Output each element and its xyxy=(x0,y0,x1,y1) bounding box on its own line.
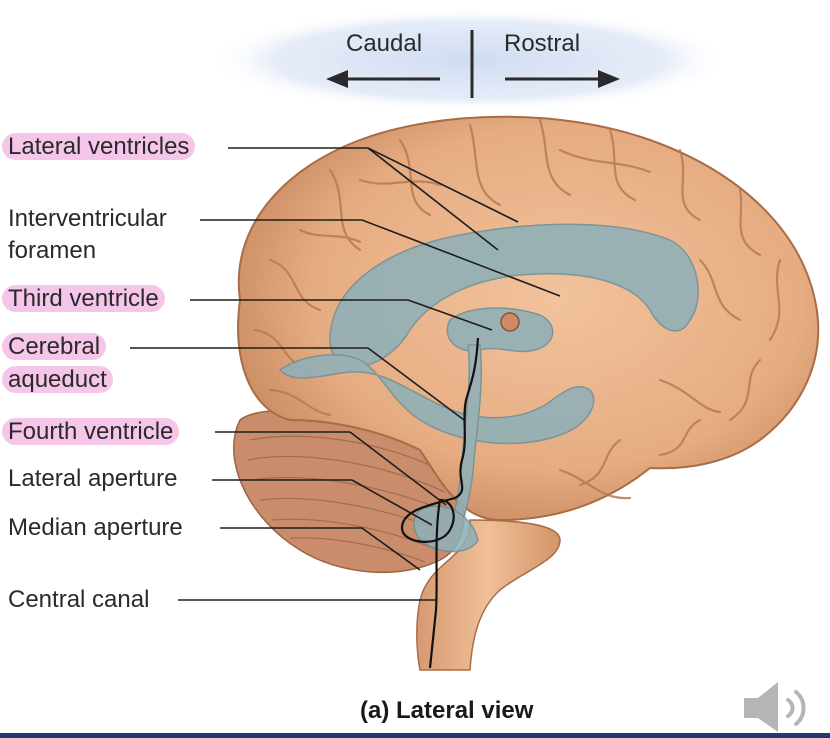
leader-lines xyxy=(130,147,561,601)
label-central-canal: Central canal xyxy=(8,586,150,613)
temporal-horn xyxy=(278,354,595,445)
lateral-ventricle xyxy=(329,223,699,367)
label-lateral-ventricles: Lateral ventricles xyxy=(2,133,196,161)
brain-stem xyxy=(416,519,561,671)
label-lateral-aperture: Lateral aperture xyxy=(8,465,178,492)
label-fourth-ventricle-text: Fourth ventricle xyxy=(2,418,180,445)
label-interventricular-line2: foramen xyxy=(8,237,97,264)
label-cerebral-line1: Cerebral xyxy=(2,333,107,361)
label-third-ventricle-text: Third ventricle xyxy=(2,285,165,312)
rostral-label: Rostral xyxy=(504,30,581,57)
label-cerebral-line2: aqueduct xyxy=(2,366,113,394)
label-median-aperture: Median aperture xyxy=(8,514,183,541)
fourth-ventricle xyxy=(413,505,479,553)
speaker-icon[interactable] xyxy=(742,678,826,734)
orientation-arrows xyxy=(340,30,605,98)
caudal-label: Caudal xyxy=(346,30,423,57)
label-cerebral-line2-text: aqueduct xyxy=(2,366,113,393)
interventricular-foramen xyxy=(500,312,520,332)
label-lateral-ventricles-text: Lateral ventricles xyxy=(2,133,196,160)
orientation-glow xyxy=(210,8,730,112)
label-cerebral-line1-text: Cerebral xyxy=(2,333,107,360)
third-ventricle xyxy=(446,307,554,353)
label-third-ventricle: Third ventricle xyxy=(2,285,165,313)
figure-caption: (a) Lateral view xyxy=(360,697,534,724)
bottom-bar xyxy=(0,733,830,738)
caudal-arrowhead xyxy=(326,70,348,88)
label-fourth-ventricle: Fourth ventricle xyxy=(2,418,180,446)
rostral-arrowhead xyxy=(598,70,620,88)
sulci xyxy=(253,118,782,500)
hand-drawn-trace xyxy=(400,337,480,669)
label-interventricular-line1: Interventricular xyxy=(8,205,167,232)
